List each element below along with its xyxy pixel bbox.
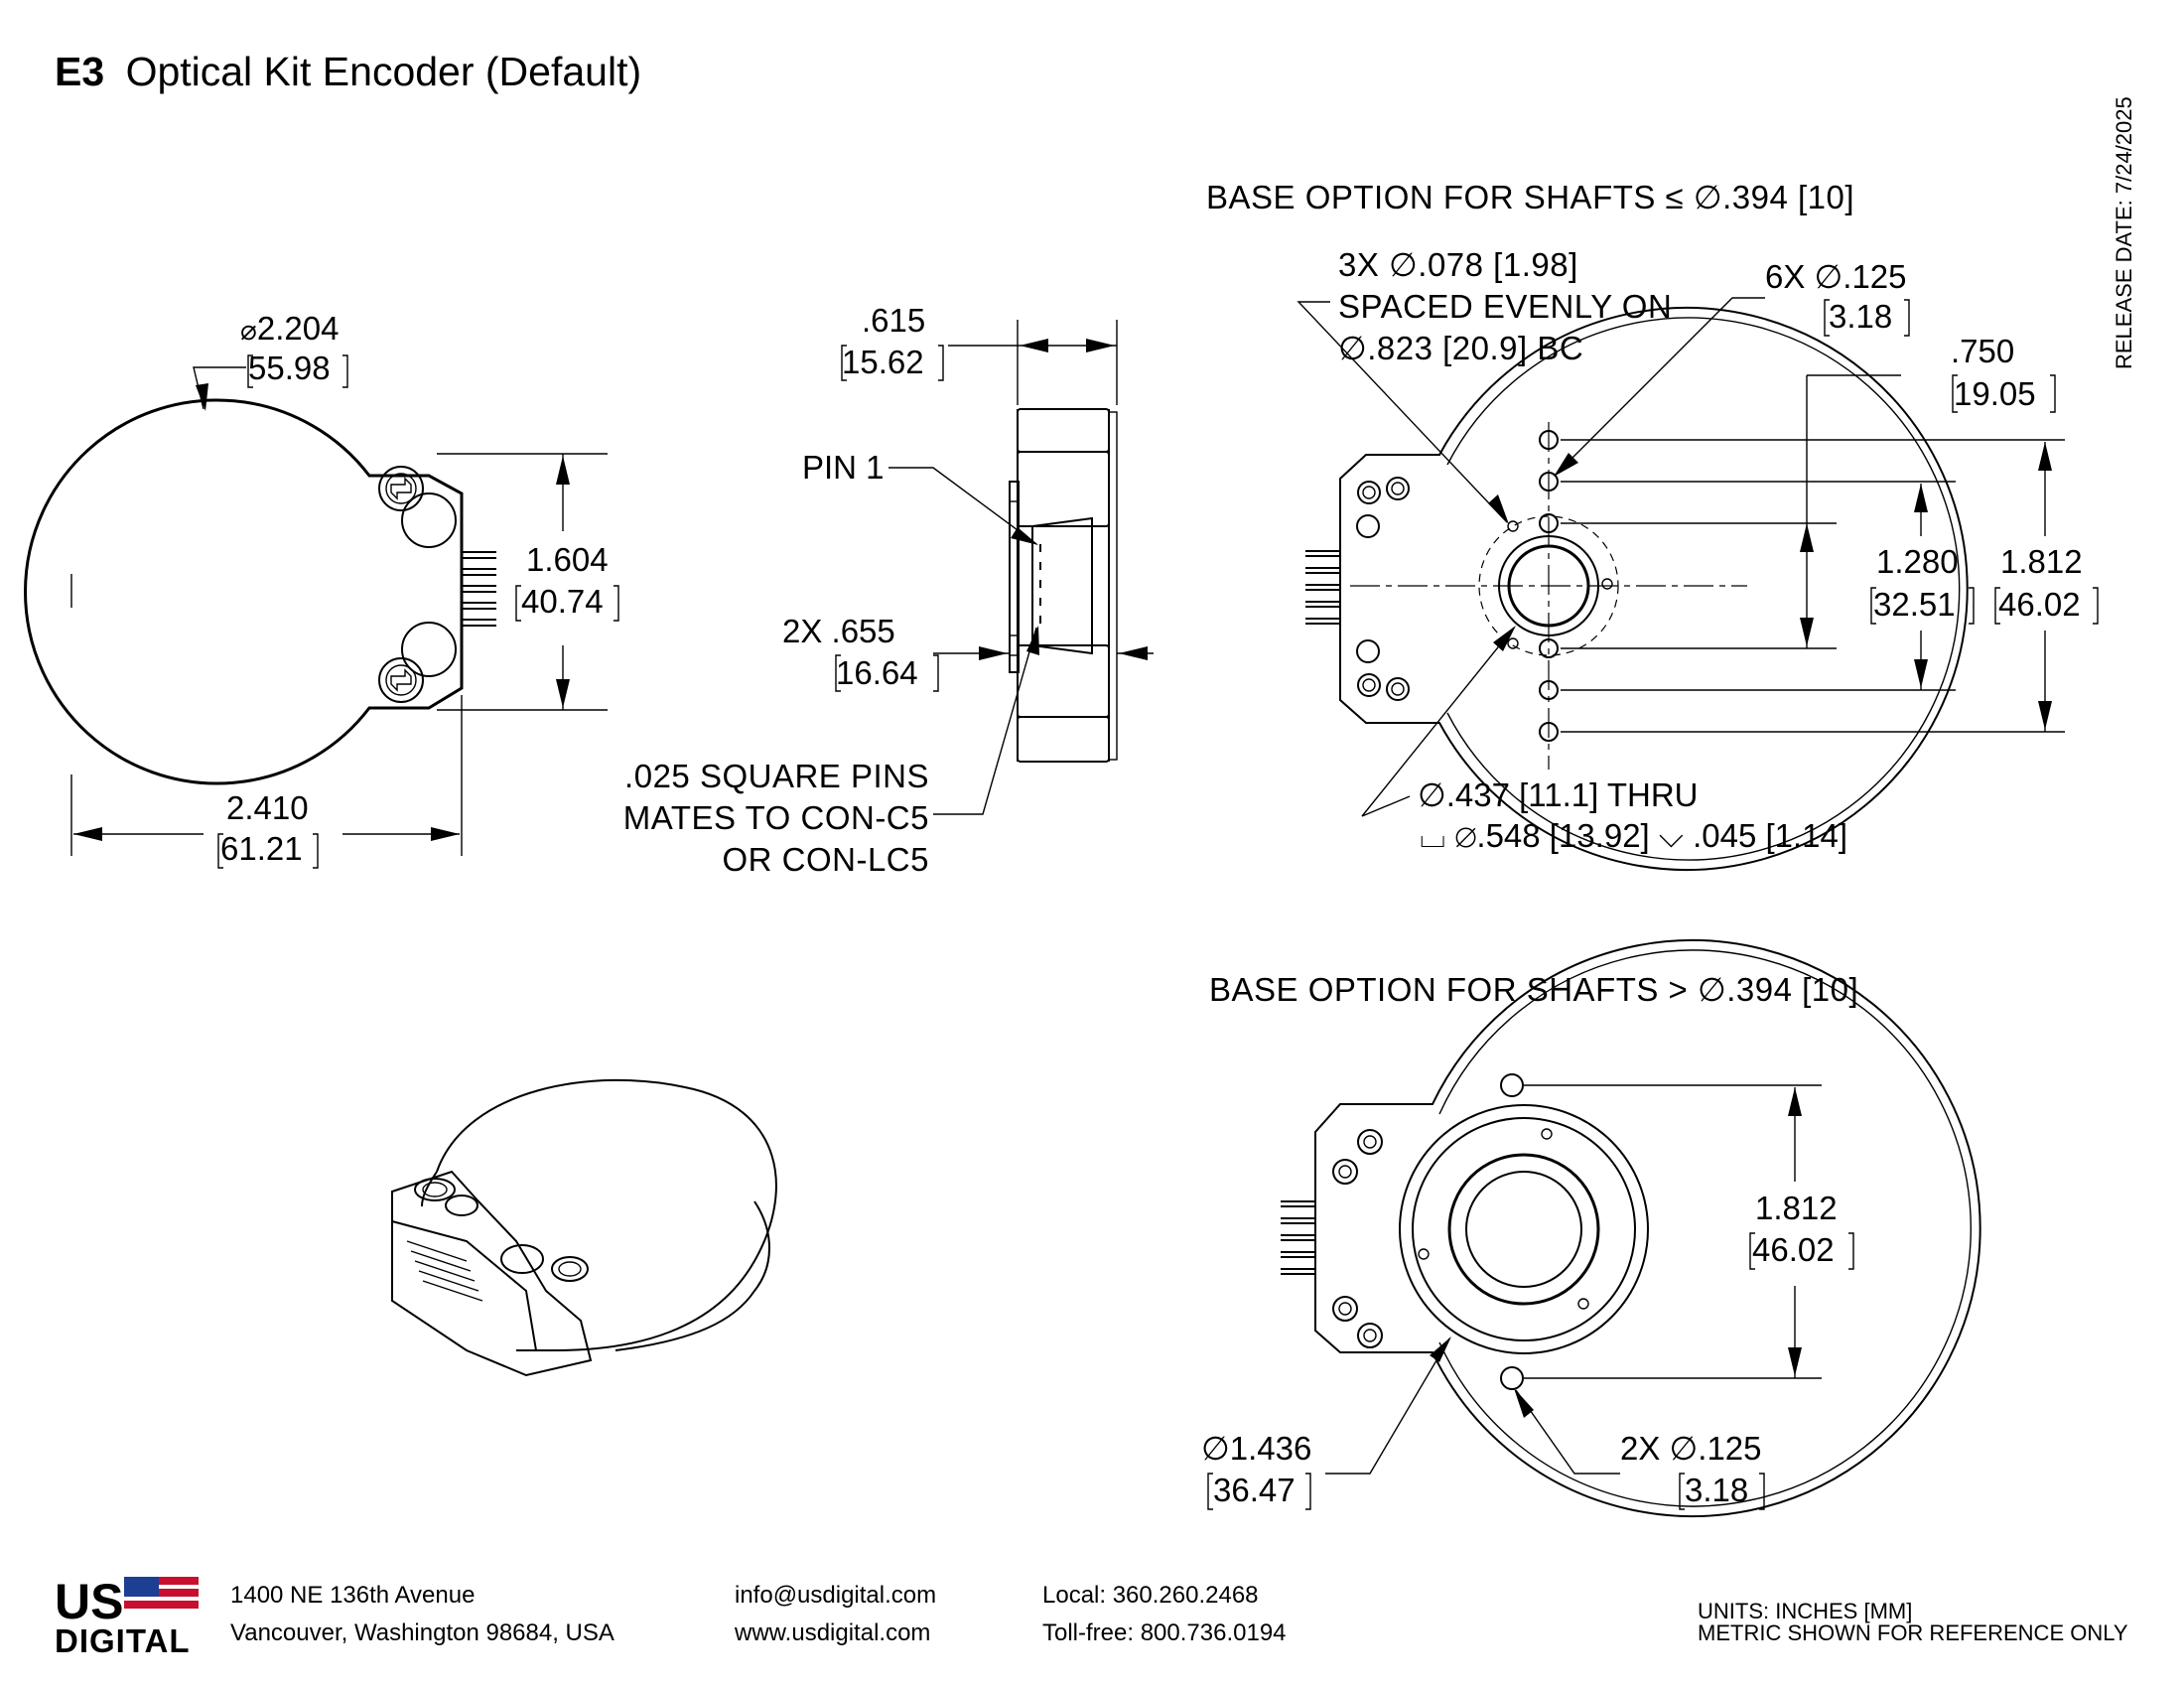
large-spacing: 1.812 (1755, 1190, 1838, 1226)
base-large-outline (1314, 939, 1981, 1517)
large-diameter-mm: 36.47 (1213, 1472, 1296, 1508)
screw-icon (378, 657, 424, 703)
side-thickness-mm: 15.62 (842, 344, 924, 380)
side-view: .615 15.62 PIN 1 2X .655 16.64 .025 SQUA… (623, 302, 1154, 878)
front-height-mm: 40.74 (521, 583, 604, 620)
release-date: RELEASE DATE: 7/24/2025 (2112, 96, 2136, 369)
holes-note-2: SPACED EVENLY ON (1338, 288, 1672, 325)
front-diameter-mm: 55.98 (248, 350, 331, 386)
base-large-heading: BASE OPTION FOR SHAFTS > ∅.394 [10] (1209, 971, 1858, 1008)
bore-note-1: ∅.437 [11.1] THRU (1418, 776, 1698, 813)
screw-icon (378, 466, 424, 511)
pins-note-3: OR CON-LC5 (722, 841, 929, 878)
phone-local: Local: 360.260.2468 (1042, 1582, 1259, 1609)
base-small-outline (1339, 307, 1969, 871)
six-holes-mm: 3.18 (1829, 298, 1892, 335)
front-view-body-outline (24, 398, 464, 785)
side-pin-height-mm: 16.64 (836, 654, 918, 691)
holes-note-3: ∅.823 [20.9] BC (1338, 330, 1583, 366)
website-link[interactable]: www.usdigital.com (734, 1619, 930, 1646)
front-width: 2.410 (226, 789, 309, 826)
front-view-boss (401, 492, 457, 548)
six-holes: 6X ∅.125 (1765, 258, 1907, 295)
metric-note: METRIC SHOWN FOR REFERENCE ONLY (1698, 1620, 2128, 1645)
front-view: ⌀2.204 55.98 1.604 40.74 2.410 61.21 (24, 310, 619, 869)
large-holes-mm: 3.18 (1685, 1472, 1748, 1508)
spacing-b: 1.280 (1876, 543, 1959, 580)
spacing-c-mm: 46.02 (1998, 586, 2081, 623)
phone-tollfree: Toll-free: 800.736.0194 (1042, 1619, 1287, 1646)
base-large-view: BASE OPTION FOR SHAFTS > ∅.394 [10] 1.81… (1201, 939, 1981, 1517)
spacing-c: 1.812 (2000, 543, 2083, 580)
address-line-2: Vancouver, Washington 98684, USA (230, 1619, 614, 1646)
base-small-pins (1305, 550, 1340, 625)
svg-text:US: US (55, 1574, 123, 1629)
page-title: E3 Optical Kit Encoder (Default) (55, 49, 641, 94)
bore-note-2: ⌴ ∅.548 [13.92] ⌵ .045 [1.14] (1420, 817, 1847, 854)
spacing-b-mm: 32.51 (1873, 586, 1956, 623)
side-pin-height: 2X .655 (782, 613, 895, 649)
isometric-view (391, 1078, 777, 1377)
pin1-label: PIN 1 (802, 449, 885, 486)
spacing-a: .750 (1951, 333, 2014, 369)
title-description: Optical Kit Encoder (Default) (126, 49, 642, 94)
pins-note-2: MATES TO CON-C5 (623, 799, 929, 836)
footer: US DIGITAL 1400 NE 136th Avenue Vancouve… (55, 1574, 2128, 1659)
front-view-boss (401, 622, 457, 677)
address-line-1: 1400 NE 136th Avenue (230, 1582, 475, 1609)
us-digital-logo: US DIGITAL (55, 1574, 199, 1659)
base-large-pins (1281, 1200, 1315, 1275)
base-small-view: BASE OPTION FOR SHAFTS ≤ ∅.394 [10] (1206, 179, 2099, 871)
base-small-holes (1539, 430, 1559, 742)
large-diameter: ∅1.436 (1201, 1430, 1311, 1467)
email-link[interactable]: info@usdigital.com (735, 1582, 936, 1609)
connector-pins (462, 551, 496, 627)
front-width-mm: 61.21 (220, 830, 303, 867)
large-spacing-mm: 46.02 (1752, 1231, 1835, 1268)
base-small-heading: BASE OPTION FOR SHAFTS ≤ ∅.394 [10] (1206, 179, 1854, 215)
title-model: E3 (55, 49, 104, 94)
front-height: 1.604 (526, 541, 609, 578)
side-thickness: .615 (862, 302, 925, 339)
spacing-a-mm: 19.05 (1954, 375, 2036, 412)
holes-note-1: 3X ∅.078 [1.98] (1338, 246, 1578, 283)
units-note: UNITS: INCHES [MM] (1698, 1599, 1912, 1623)
front-diameter: ⌀2.204 (240, 310, 339, 347)
svg-text:DIGITAL: DIGITAL (55, 1622, 191, 1659)
large-holes: 2X ∅.125 (1620, 1430, 1762, 1467)
pins-note-1: .025 SQUARE PINS (624, 758, 929, 794)
